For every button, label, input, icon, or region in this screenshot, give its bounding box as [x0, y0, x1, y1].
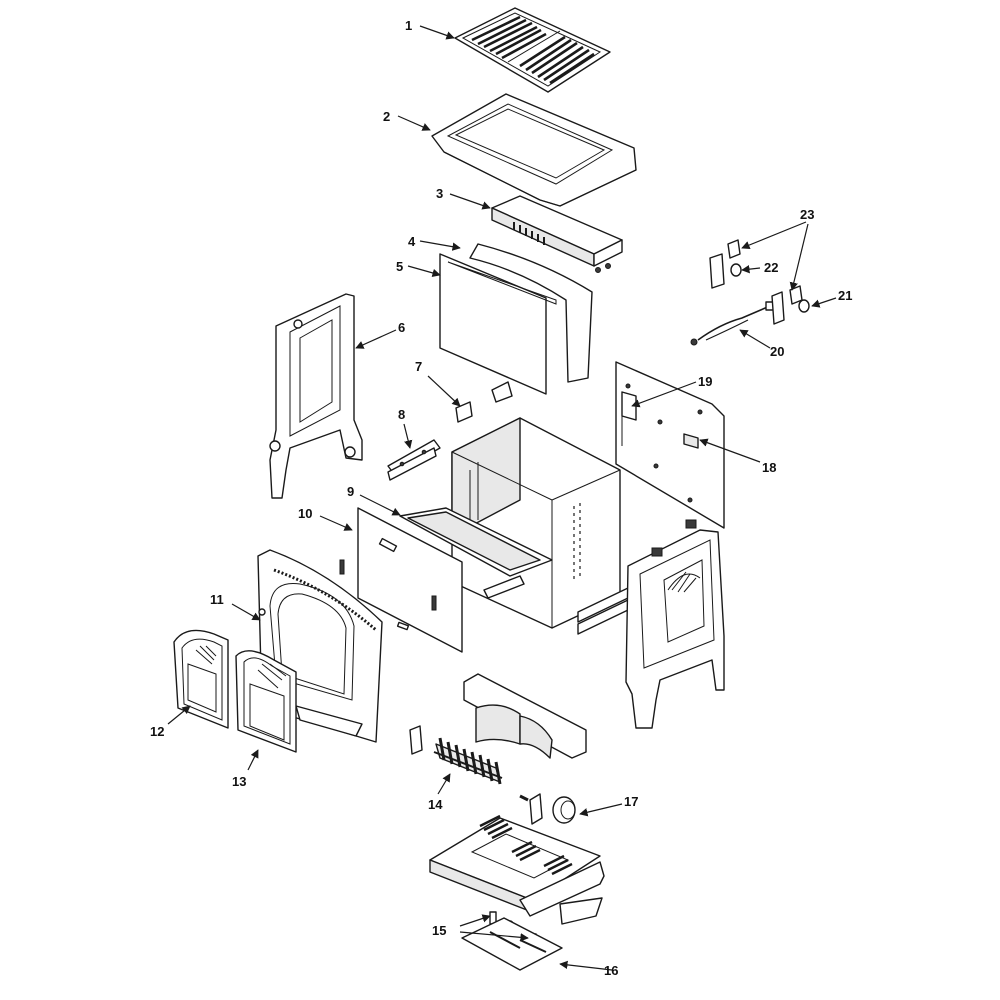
part-16-bottom-plate	[461, 917, 563, 971]
part-4-glass-gasket	[469, 243, 593, 383]
callout-18: 18	[762, 460, 776, 475]
callout-13: 13	[232, 774, 246, 789]
callout-3: 3	[436, 186, 443, 201]
callout-6: 6	[398, 320, 405, 335]
callout-14: 14	[428, 797, 443, 812]
callout-8: 8	[398, 407, 405, 422]
callout-11: 11	[210, 592, 224, 607]
part-21-22-23-switches	[709, 239, 810, 325]
callout-16: 16	[604, 963, 618, 978]
part-2-top-casting	[431, 93, 637, 207]
callout-15: 15	[432, 923, 446, 938]
callout-9: 9	[347, 484, 354, 499]
callout-23: 23	[800, 207, 814, 222]
leader-lines	[167, 25, 837, 971]
part-13-right-door	[235, 650, 297, 753]
part-14-burner-assembly	[409, 725, 503, 785]
right-side-panel	[625, 519, 725, 729]
callout-21: 21	[838, 288, 852, 303]
callout-12: 12	[150, 724, 164, 739]
part-8-mounting-rail	[387, 439, 441, 481]
callout-4: 4	[408, 234, 416, 249]
callout-22: 22	[764, 260, 778, 275]
callout-1: 1	[405, 18, 412, 33]
part-18-19-back-panel	[615, 361, 725, 529]
part-5-glass-panel	[439, 253, 557, 395]
callout-labels: 1 2 3 4 5 6 7 8 9 10 11 12 13 14 15 16 1…	[150, 18, 852, 978]
callout-19: 19	[698, 374, 712, 389]
part-9-firebox	[399, 417, 629, 635]
part-12-left-door	[173, 629, 229, 729]
callout-7: 7	[415, 359, 422, 374]
callout-17: 17	[624, 794, 638, 809]
callout-10: 10	[298, 506, 312, 521]
part-1-top-grate	[454, 7, 611, 93]
callout-5: 5	[396, 259, 403, 274]
part-20-wire-harness	[690, 301, 777, 346]
part-3-heat-exchanger	[491, 195, 623, 273]
callout-2: 2	[383, 109, 390, 124]
part-17-control-knob	[519, 793, 576, 825]
part-6-left-side-panel	[269, 293, 363, 499]
log-support	[463, 673, 587, 759]
part-10-baffle-plate	[339, 507, 463, 653]
base-pan	[429, 814, 605, 925]
part-7-brackets	[455, 381, 513, 423]
callout-20: 20	[770, 344, 784, 359]
